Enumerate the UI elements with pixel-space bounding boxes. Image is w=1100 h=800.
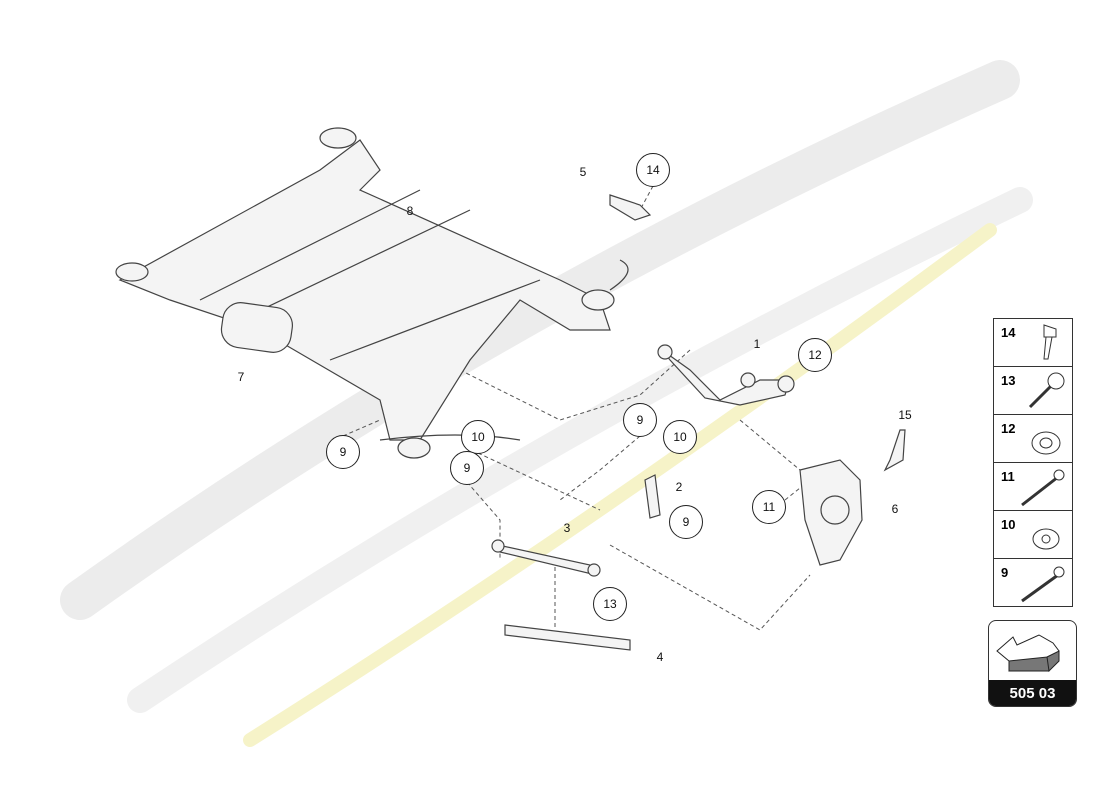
callout-8: 8 bbox=[406, 204, 414, 218]
callout-circle-9[interactable]: 9 bbox=[326, 435, 360, 469]
callout-3: 3 bbox=[563, 521, 571, 535]
callout-5: 5 bbox=[579, 165, 587, 179]
sensor-15 bbox=[883, 429, 906, 472]
callout-circle-9[interactable]: 9 bbox=[450, 451, 484, 485]
callout-2: 2 bbox=[675, 480, 683, 494]
watermark-logo bbox=[60, 60, 1033, 747]
callout-1: 1 bbox=[753, 337, 761, 351]
lower-link-4 bbox=[504, 624, 631, 651]
rear-subframe bbox=[115, 127, 629, 459]
callout-circle-11[interactable]: 11 bbox=[752, 490, 786, 524]
page-reference-badge[interactable]: 505 03 bbox=[988, 620, 1077, 707]
long-bolt-icon bbox=[1021, 469, 1065, 507]
flange-nut-icon bbox=[1031, 431, 1061, 455]
eccentric-bolt-icon bbox=[1028, 372, 1065, 409]
callout-circle-14[interactable]: 14 bbox=[636, 153, 670, 187]
callout-circle-10[interactable]: 10 bbox=[461, 420, 495, 454]
callout-circle-9[interactable]: 9 bbox=[669, 505, 703, 539]
legend-row-11[interactable]: 11 bbox=[994, 463, 1072, 511]
hex-bolt-icon bbox=[1021, 566, 1065, 603]
sensor-5 bbox=[609, 194, 652, 221]
callout-circle-13[interactable]: 13 bbox=[593, 587, 627, 621]
callout-circle-10[interactable]: 10 bbox=[663, 420, 697, 454]
fastener-legend: 14 13 12 11 10 9 bbox=[993, 318, 1073, 607]
leader-lines bbox=[342, 185, 811, 631]
callout-7: 7 bbox=[237, 370, 245, 384]
callout-4: 4 bbox=[656, 650, 664, 664]
callout-circle-12[interactable]: 12 bbox=[798, 338, 832, 372]
bracket-part-2 bbox=[644, 474, 661, 519]
hex-flange-nut-icon bbox=[1032, 528, 1060, 550]
callout-15: 15 bbox=[898, 408, 912, 422]
legend-row-9[interactable]: 9 bbox=[994, 559, 1072, 606]
legend-row-10[interactable]: 10 bbox=[994, 511, 1072, 559]
legend-row-13[interactable]: 13 bbox=[994, 367, 1072, 415]
direction-arrow-icon bbox=[996, 634, 1060, 673]
flange-bolt-icon bbox=[1043, 324, 1057, 360]
callout-6: 6 bbox=[891, 502, 899, 516]
legend-row-14[interactable]: 14 bbox=[994, 319, 1072, 367]
callout-circle-9[interactable]: 9 bbox=[623, 403, 657, 437]
legend-row-12[interactable]: 12 bbox=[994, 415, 1072, 463]
page-code: 505 03 bbox=[989, 680, 1076, 706]
